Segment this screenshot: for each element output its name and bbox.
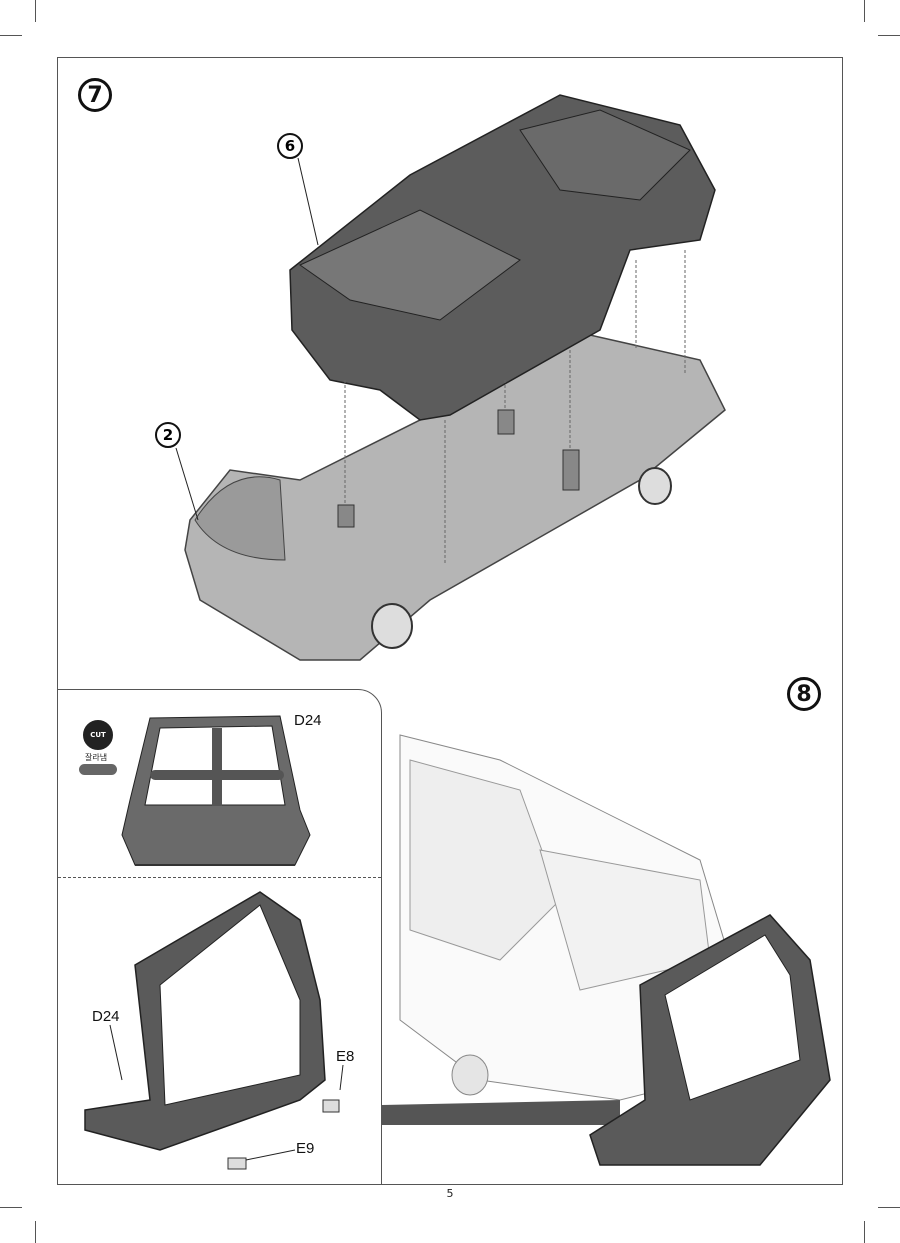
part-label-d24-top: D24: [294, 712, 322, 729]
cut-caption: 잘라냄: [85, 753, 108, 762]
crop-mark: [864, 0, 865, 22]
crop-mark: [35, 0, 36, 22]
wheel: [638, 467, 672, 505]
page-number: 5: [446, 1187, 454, 1200]
part-callout-2: 2: [155, 422, 181, 448]
dashed-divider: [58, 877, 381, 878]
part-label-d24-bottom: D24: [92, 1008, 120, 1025]
part-callout-6: 6: [277, 133, 303, 159]
crop-mark: [0, 1207, 22, 1208]
crop-mark: [878, 1207, 900, 1208]
crop-mark: [35, 1221, 36, 1243]
page-frame: [57, 57, 843, 1185]
step7-illustration: [175, 94, 726, 661]
cut-marker-swatch: [79, 764, 117, 775]
part-label-e9: E9: [296, 1140, 315, 1157]
part-label-e8: E8: [336, 1048, 355, 1065]
crop-mark: [0, 35, 22, 36]
part-e9: [227, 1157, 247, 1170]
crop-mark: [878, 35, 900, 36]
crop-mark: [864, 1221, 865, 1243]
part-e8: [322, 1099, 340, 1113]
wheel: [371, 603, 413, 649]
cut-icon: CUT: [83, 720, 113, 750]
step-number-7: 7: [78, 78, 112, 112]
step-number-8: 8: [787, 677, 821, 711]
